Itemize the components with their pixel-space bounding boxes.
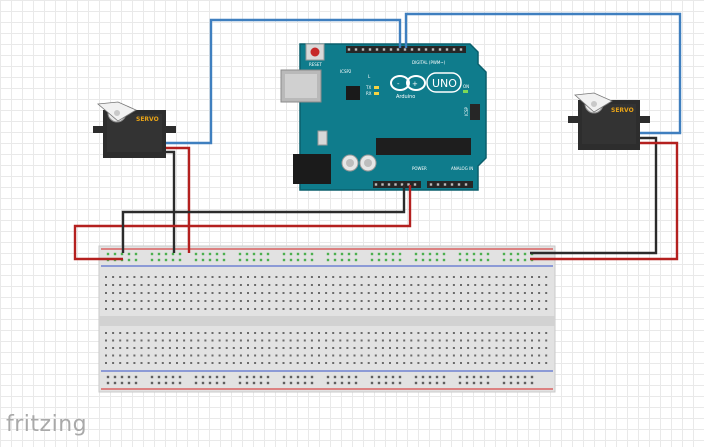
- usb-chip: [346, 86, 360, 100]
- on-label: ON: [463, 84, 469, 89]
- atmega-chip: [376, 138, 471, 155]
- tx-label: TX: [365, 85, 371, 90]
- icsp-header: [470, 104, 480, 120]
- logo-word: UNO: [432, 77, 457, 90]
- icsp-label: ICSP: [464, 106, 469, 116]
- wire-5v[interactable]: [73, 185, 412, 261]
- servo-right[interactable]: SERVO: [568, 92, 650, 150]
- svg-text:-: -: [397, 80, 400, 88]
- power-jack: [293, 154, 331, 184]
- fritzing-brand: fritzing: [6, 412, 88, 437]
- arduino-uno-board[interactable]: RESET ICSP2 DIGITAL (PWM~) - + UNO Ardui…: [280, 43, 487, 191]
- arduino-logo: - + UNO Arduino: [390, 72, 462, 100]
- breadboard[interactable]: [98, 245, 556, 393]
- reset-label: RESET: [309, 62, 322, 67]
- wire-signal-left[interactable]: [166, 18, 402, 145]
- wire-power-left[interactable]: [166, 146, 191, 253]
- logo-subtext: Arduino: [396, 94, 415, 100]
- wire-signal-right[interactable]: [404, 12, 682, 135]
- servo-left[interactable]: SERVO: [93, 101, 176, 158]
- l-label: L: [368, 74, 371, 79]
- terminal-strip-holes: [105, 276, 548, 364]
- wire-ground-left[interactable]: [166, 150, 176, 253]
- wire-power-right[interactable]: [530, 141, 679, 261]
- top-power-rail-holes: [106, 252, 534, 262]
- analog-label: ANALOG IN: [451, 166, 473, 171]
- digital-label: DIGITAL (PWM~): [412, 60, 446, 65]
- rx-label: RX: [366, 91, 372, 96]
- servo-left-label: SERVO: [136, 116, 159, 123]
- bottom-power-rail-holes: [106, 375, 534, 385]
- analog-header: [427, 181, 473, 188]
- wire-ground-right[interactable]: [530, 136, 658, 255]
- icsp2-label: ICSP2: [340, 69, 352, 74]
- svg-text:+: +: [412, 80, 418, 88]
- power-label: POWER: [412, 166, 427, 171]
- wire-gnd[interactable]: [121, 185, 406, 253]
- servo-right-label: SERVO: [611, 107, 634, 114]
- power-header: [373, 181, 421, 188]
- crystal: [317, 130, 328, 146]
